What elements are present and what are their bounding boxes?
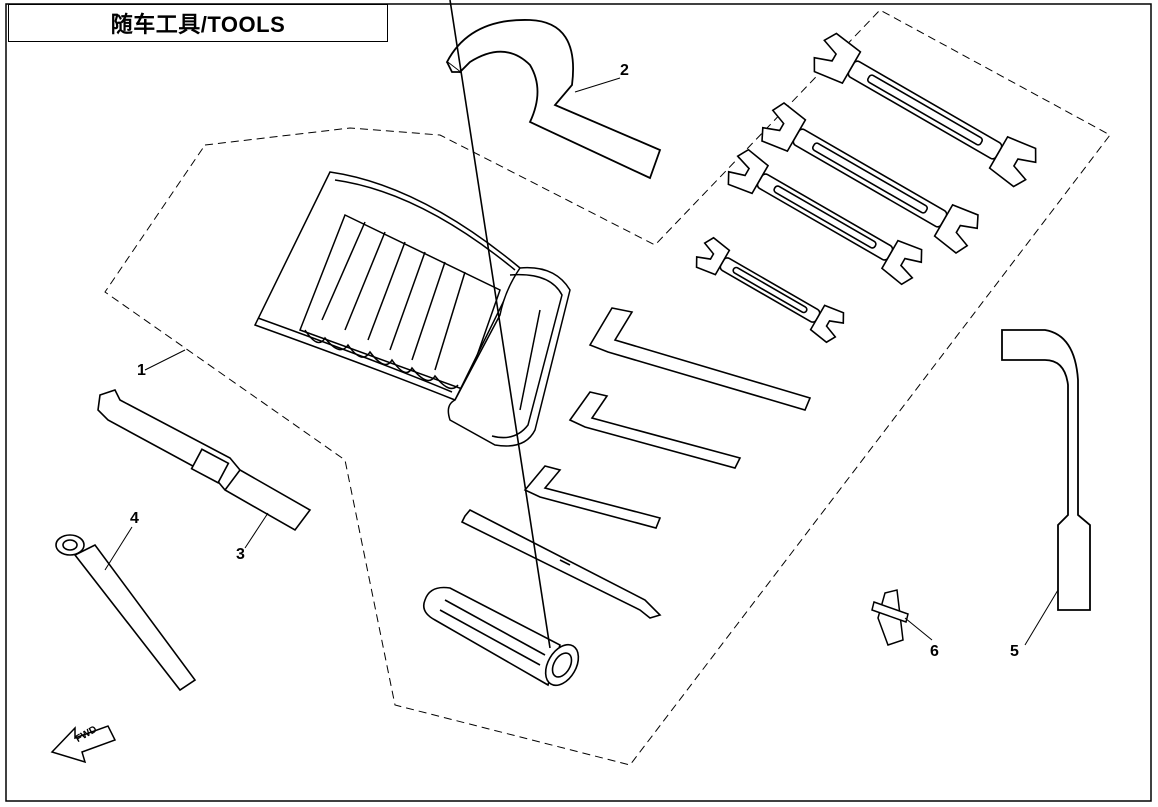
callout-3: 3: [236, 546, 245, 563]
screwdriver-handle: [422, 0, 580, 687]
fwd-arrow-icon: [50, 725, 117, 764]
kit-outline: [104, 9, 1111, 766]
leader-5: [1024, 589, 1059, 646]
callout-4: 4: [130, 510, 139, 527]
leader-6: [904, 617, 933, 641]
tool-roll-bag: [253, 171, 571, 447]
l-socket-wrench: [1001, 329, 1091, 611]
outer-border: [5, 3, 1152, 802]
screwdriver-bit: [460, 508, 662, 619]
leader-1: [144, 349, 186, 371]
hook-spanner: [445, 19, 662, 180]
wrench-set: [695, 32, 1037, 344]
callout-6: 6: [930, 643, 939, 660]
callout-5: 5: [1010, 643, 1019, 660]
callout-1: 1: [137, 362, 146, 379]
hex-key-set: [523, 307, 812, 529]
spark-plug-wrench: [97, 389, 312, 532]
page-title: 随车工具/TOOLS: [8, 4, 388, 42]
leader-2: [574, 77, 621, 93]
leader-3: [244, 512, 269, 549]
callout-2: 2: [620, 62, 629, 79]
leader-4: [104, 526, 133, 571]
plastic-clip: [871, 589, 909, 646]
tommy-bar: [55, 534, 197, 692]
